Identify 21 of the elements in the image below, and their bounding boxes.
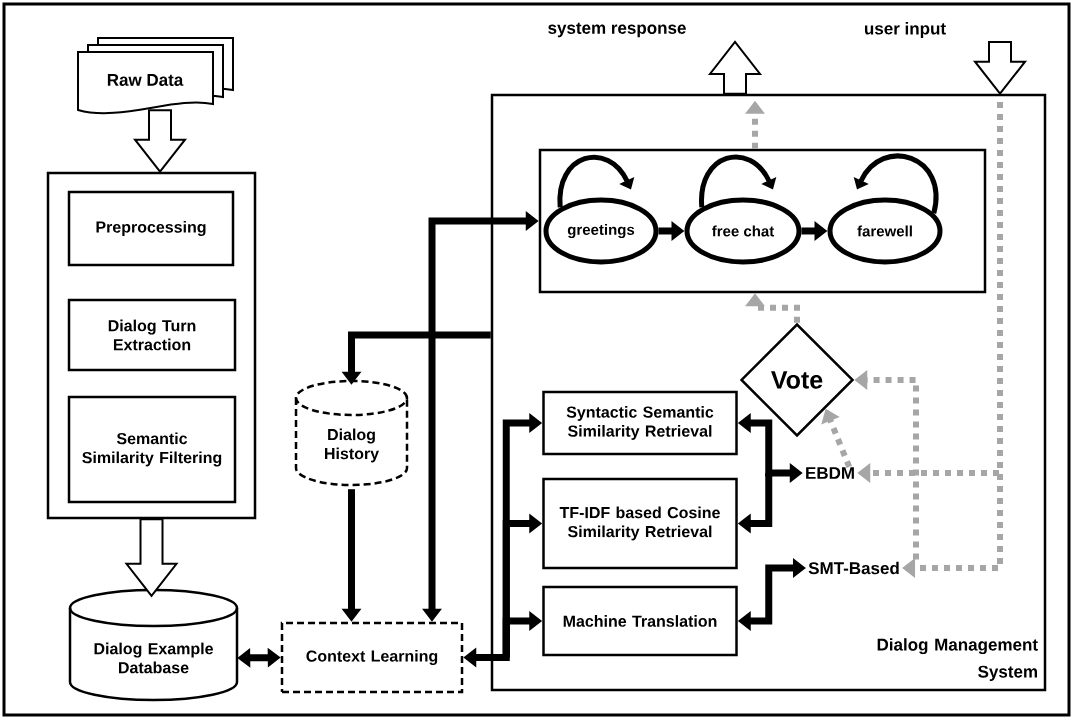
process-box: Syntactic Semantic Similarity Retrieval bbox=[542, 390, 738, 456]
block-arrow bbox=[124, 518, 179, 598]
edge-label: user input bbox=[862, 21, 948, 39]
block-arrow bbox=[707, 40, 763, 95]
node-label: Dialog Example Database bbox=[94, 642, 213, 674]
document-stack: Raw Data bbox=[77, 37, 234, 115]
process-box: Context Learning bbox=[280, 621, 464, 694]
block-arrow bbox=[132, 109, 188, 174]
process-box: Dialog Turn Extraction bbox=[67, 298, 237, 372]
edge-label: system response bbox=[546, 21, 688, 39]
block-arrow bbox=[972, 41, 1028, 96]
process-box: Preprocessing bbox=[67, 190, 235, 267]
module-label: EBDM bbox=[806, 467, 854, 479]
database-cylinder: Dialog Example Database bbox=[68, 588, 239, 702]
module-label: SMT-Based bbox=[808, 561, 899, 575]
loop-arrow bbox=[557, 154, 635, 208]
process-box: Semantic Similarity Filtering bbox=[67, 395, 237, 504]
process-box: TF-IDF based Cosine Similarity Retrieval bbox=[542, 477, 738, 570]
process-box: Machine Translation bbox=[542, 585, 738, 657]
database-cylinder: Dialog History bbox=[294, 379, 409, 487]
loop-arrow bbox=[699, 154, 777, 208]
